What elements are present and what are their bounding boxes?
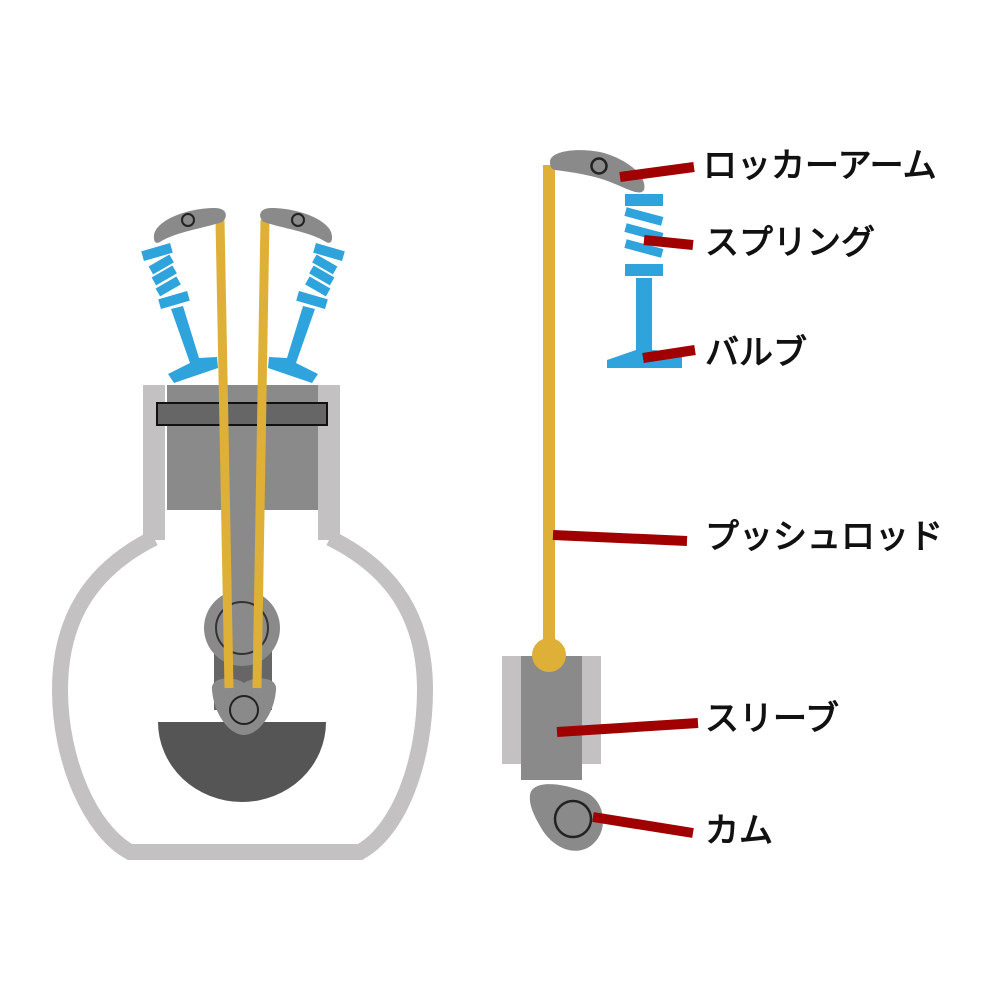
pushrod-right (252, 219, 270, 689)
engine-cross-section (51, 207, 434, 860)
valve (168, 306, 218, 383)
camshaft (229, 695, 259, 725)
valve-train-detail (502, 150, 699, 851)
valve-assembly-right (259, 207, 346, 384)
leader-sleeve (556, 718, 699, 737)
valve-assembly-left (141, 208, 226, 383)
counterweight (158, 722, 326, 802)
leader-rocker-arm (619, 162, 695, 182)
label-pushrod: プッシュロッド (705, 517, 943, 557)
label-sleeve: スリーブ (705, 699, 839, 739)
leader-lines (552, 162, 699, 838)
leader-spring (643, 235, 694, 250)
piston-pin-inner (215, 601, 269, 655)
spring (141, 243, 190, 309)
label-cam: カム (705, 811, 773, 851)
leader-pushrod (552, 530, 688, 546)
cylinder-head-gasket (156, 402, 328, 426)
label-rocker-arm: ロッカーアーム (703, 146, 937, 186)
sleeve-inner (521, 656, 582, 780)
valve (607, 278, 682, 368)
spring (624, 194, 664, 276)
pushrod-left (215, 219, 234, 689)
crankcase (51, 530, 434, 860)
leader-cam (592, 812, 694, 838)
label-valve: バルブ (705, 333, 807, 373)
rocker-pivot (181, 213, 195, 227)
leader-valve (642, 345, 696, 363)
cam-lobe (211, 678, 277, 735)
pushrod-ball (532, 638, 566, 672)
rocker-pivot (590, 157, 608, 175)
label-spring: スプリング (705, 223, 875, 263)
cam-shaft-circle (553, 799, 593, 839)
